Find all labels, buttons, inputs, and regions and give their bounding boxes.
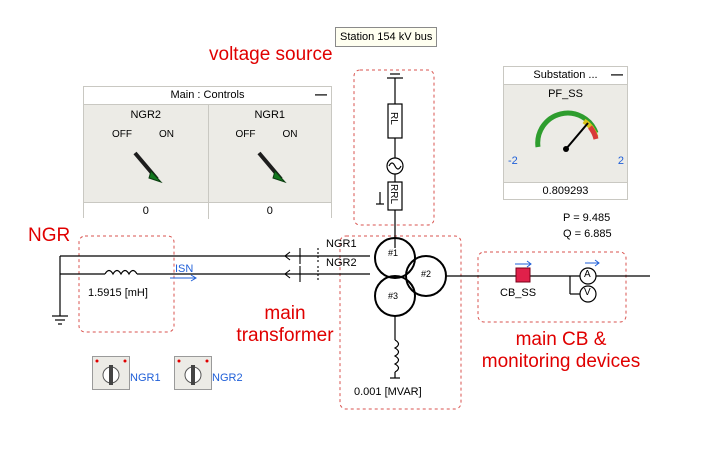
ngr1-off-label: OFF [235, 129, 256, 140]
transformer-windings [374, 237, 447, 317]
breaker-icon [515, 267, 531, 283]
substation-panel: Substation ... — PF_SS -2 2 0.809293 [503, 66, 628, 200]
ngr1-toggle-switch[interactable] [255, 149, 289, 185]
main-transformer-label: main transformer [230, 303, 340, 347]
transformer-output [390, 275, 650, 379]
winding-2-label: #2 [421, 269, 432, 279]
breaker-label: CB_SS [500, 287, 537, 299]
winding-3-label: #3 [388, 291, 399, 301]
controls-panel-title-text: Main : Controls [170, 89, 245, 101]
ngr2-column-header: NGR2 [130, 109, 162, 121]
isn-label: ISN [175, 263, 194, 275]
main-cb-label: main CB & monitoring devices [466, 329, 656, 373]
breaker-signal-arrow [515, 260, 532, 268]
ngr1-breaker-switch[interactable] [92, 356, 130, 390]
meter-name: PF_SS [548, 88, 583, 100]
ammeter-signal-arrow [585, 259, 600, 267]
ngr1-column-header: NGR1 [254, 109, 286, 121]
main-transformer-label-line1: main [264, 303, 306, 324]
isn-signal-arrow [170, 274, 197, 282]
load-label: 0.001 [MVAR] [354, 386, 422, 398]
ngr1-value: 0 [208, 202, 331, 219]
ngr1-control-column: NGR1 OFF ON 0 [208, 105, 331, 219]
source-rrl-label: RRL [388, 184, 399, 205]
source-resistor-label: RL [388, 112, 399, 125]
ngr2-toggle-switch[interactable] [131, 149, 165, 185]
ngr2-on-label: ON [159, 129, 174, 140]
ngr2-value: 0 [84, 202, 208, 219]
substation-panel-title: Substation ... — [504, 67, 627, 85]
meter-wiring [569, 267, 597, 303]
voltage-source-label: voltage source [209, 44, 333, 65]
ammeter-label: A [584, 269, 591, 280]
scale-max-label: 2 [617, 155, 624, 167]
main-transformer-label-line2: transformer [236, 325, 334, 346]
ngr-inductance-label: 1.5915 [mH] [88, 287, 148, 299]
ngr2-breaker-switch[interactable] [174, 356, 212, 390]
ngr1-switch-icon [95, 359, 127, 385]
transformer-group-box [339, 235, 462, 410]
main-cb-label-line2: monitoring devices [481, 351, 641, 372]
controls-panel-title: Main : Controls — [84, 87, 331, 105]
substation-minimize-button[interactable]: — [611, 67, 623, 81]
ngr1-switch-label: NGR1 [130, 372, 161, 384]
minimize-button[interactable]: — [315, 87, 327, 101]
ngr2-off-label: OFF [112, 129, 132, 140]
ngr-group-box [78, 235, 175, 333]
pf-value: 0.809293 [504, 182, 627, 199]
ngr-bus-breakers [284, 248, 319, 282]
ac-wave-symbol [388, 162, 402, 170]
ngr1-bus-label: NGR1 [326, 238, 357, 250]
ngr2-switch-label: NGR2 [212, 372, 243, 384]
ngr2-switch-icon [177, 359, 209, 385]
ngr2-bus-label: NGR2 [326, 257, 357, 269]
bus-tooltip: Station 154 kV bus [335, 27, 438, 47]
ngr-label: NGR [28, 225, 71, 246]
pf-gauge [535, 110, 599, 152]
winding-1-label: #1 [388, 248, 399, 258]
cb-group-box [477, 251, 627, 323]
voltmeter-label: V [584, 287, 591, 298]
gauge-needle [565, 122, 589, 150]
voltage-source-branch [376, 73, 404, 248]
ngr1-on-label: ON [282, 129, 298, 140]
q-reading: Q = 6.885 [563, 228, 612, 240]
main-cb-label-line1: main CB & [515, 329, 607, 350]
voltage-source-group-box [353, 69, 435, 226]
controls-panel: Main : Controls — NGR2 OFF ON 0 NGR1 OFF… [83, 86, 332, 219]
substation-panel-title-text: Substation ... [533, 69, 598, 81]
scale-min-label: -2 [508, 155, 518, 167]
p-reading: P = 9.485 [563, 212, 611, 224]
ngr2-control-column: NGR2 OFF ON 0 [84, 105, 209, 219]
